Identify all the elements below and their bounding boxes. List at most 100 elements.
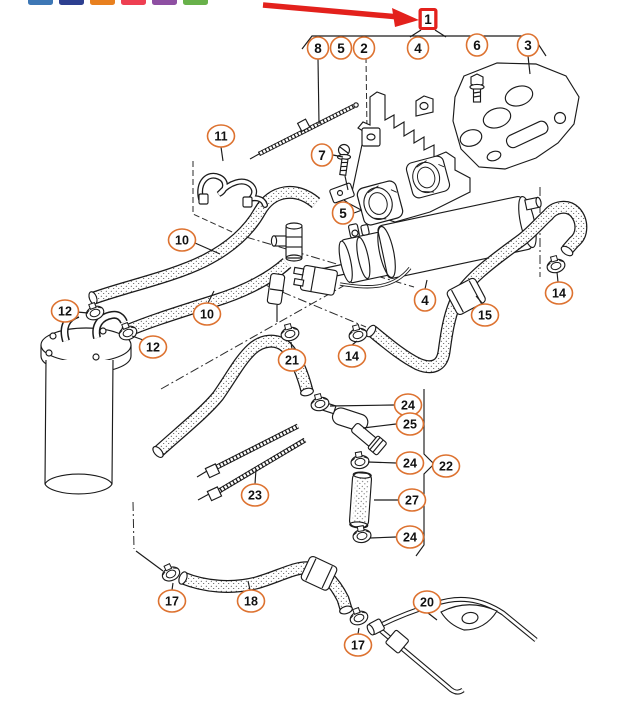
callout-number: 21 [285,354,299,368]
callout-circle [406,36,430,60]
callout-4-4[interactable]: 4 [406,36,430,60]
callout-number: 5 [337,41,345,56]
callout-circle [157,589,187,613]
callout-27-22[interactable]: 27 [397,488,427,512]
callout-box-inner [421,11,435,27]
callout-6-5[interactable]: 6 [465,33,489,57]
callout-number: 12 [58,305,72,319]
callout-circle [431,454,461,478]
callout-circle [544,281,574,305]
pipe-part20 [366,596,538,695]
screw-part7 [336,143,352,191]
callout-circle [465,33,489,57]
inline-valve [266,272,286,322]
callout-15-17[interactable]: 15 [470,303,500,327]
callout-18-27[interactable]: 18 [236,589,266,613]
callout-12-11[interactable]: 12 [50,299,80,323]
callout-23-25[interactable]: 23 [240,483,270,507]
cable-ties-part23 [196,423,307,502]
callout-24-21[interactable]: 24 [395,451,425,475]
color-tab-navy[interactable] [59,0,84,5]
callout-12-12[interactable]: 12 [138,335,168,359]
hose-part15 [365,200,588,374]
callout-circle [516,33,540,57]
callout-17-26[interactable]: 17 [157,589,187,613]
callout-number: 10 [175,234,189,248]
hose-piece-part27 [348,471,373,529]
callout-number: 4 [421,293,429,308]
callout-number: 3 [524,38,532,53]
callout-circle [395,451,425,475]
callout-11-8[interactable]: 11 [206,124,236,148]
callout-number: 14 [345,350,359,364]
callout-circle [167,228,197,252]
tee-valve-part25 [322,401,387,456]
callout-circle [277,348,307,372]
callout-10-10[interactable]: 10 [192,302,222,326]
callout-22-24[interactable]: 22 [431,454,461,478]
tee-fitting [270,222,303,262]
callout-circle [337,344,367,368]
hoses-part10 [88,185,321,339]
callout-number: 10 [200,308,214,322]
callout-circle [395,525,425,549]
callout-number: 6 [473,38,481,53]
callout-number: 5 [339,206,347,221]
callout-number: 27 [405,494,419,508]
callout-2-3[interactable]: 2 [352,36,376,60]
color-tab-red[interactable] [121,0,146,5]
callout-number: 2 [360,41,368,56]
selection-arrow [262,2,419,27]
callout-circle [470,303,500,327]
callout-3-6[interactable]: 3 [516,33,540,57]
clip-part11 [197,172,268,208]
callout-number: 20 [420,596,434,610]
callout-17-28[interactable]: 17 [343,633,373,657]
callout-circle [192,302,222,326]
group-bracket-line [301,29,547,57]
callout-5-2[interactable]: 5 [329,36,353,60]
callout-number: 25 [403,418,417,432]
callout-number: 4 [414,41,422,56]
callout-24-23[interactable]: 24 [395,525,425,549]
color-tab-purple[interactable] [152,0,177,5]
callout-circle [331,201,355,225]
callout-circle [413,288,437,312]
callout-7-7[interactable]: 7 [310,143,334,167]
leader-lines [76,55,559,635]
callout-8-1[interactable]: 8 [306,36,330,60]
callout-number: 8 [314,41,322,56]
cable-tie-part8 [249,102,359,160]
callout-number: 14 [552,287,566,301]
callout-circle [50,299,80,323]
callout-25-20[interactable]: 25 [395,412,425,436]
callout-number: 1 [424,12,432,27]
callout-10-9[interactable]: 10 [167,228,197,252]
callout-number: 18 [244,595,258,609]
fuel-filter [40,310,132,495]
bottom-hose-part18 [178,555,353,615]
color-tab-blue[interactable] [28,0,53,5]
callout-circle [397,488,427,512]
callout-21-13[interactable]: 21 [277,348,307,372]
callout-number: 24 [401,399,415,413]
callout-number: 7 [318,148,326,163]
callout-4-16[interactable]: 4 [413,288,437,312]
callout-number: 17 [165,595,179,609]
color-tab-orange[interactable] [90,0,115,5]
callout-circle [236,589,266,613]
callout-1-0[interactable]: 1 [418,8,438,30]
callout-20-29[interactable]: 20 [412,590,442,614]
bolt-part6 [469,73,485,103]
callout-14-14[interactable]: 14 [337,344,367,368]
callout-circle [138,335,168,359]
callout-14-18[interactable]: 14 [544,281,574,305]
pump-connector-plug [293,264,338,296]
color-tab-green[interactable] [183,0,208,5]
callout-number: 11 [214,130,227,144]
callout-number: 24 [403,457,417,471]
callout-5-15[interactable]: 5 [331,201,355,225]
callout-number: 23 [248,489,262,503]
